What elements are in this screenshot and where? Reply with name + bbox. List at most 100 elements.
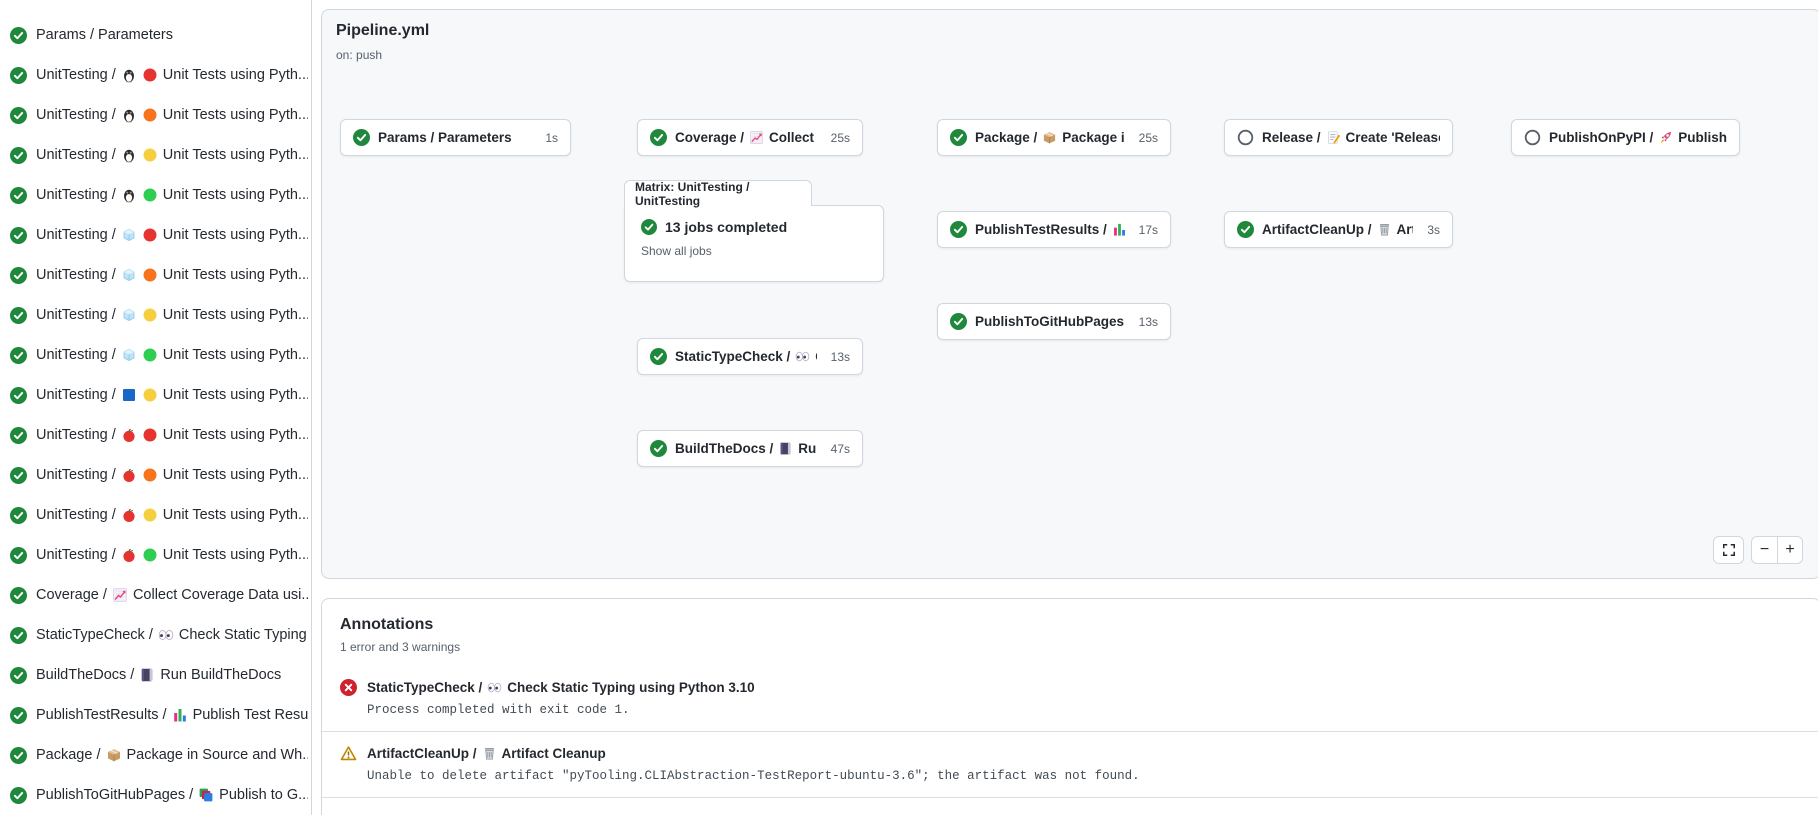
label-text: Publish Test Resu... [192, 707, 308, 723]
label-text: StaticTypeCheck / [367, 680, 483, 695]
job-node-package[interactable]: Package / Package in So...25s [937, 119, 1171, 156]
check-circle-icon [353, 129, 370, 146]
bar-chart-icon [1112, 222, 1125, 237]
job-node-label: Coverage / Collect Cove... [675, 130, 817, 145]
circle-yellow-icon [142, 147, 158, 163]
sidebar-job-label: UnitTesting / Unit Tests using Pyth... [36, 227, 308, 243]
workflow-trigger: on: push [336, 48, 383, 62]
sidebar-job-label: UnitTesting / Unit Tests using Pyth... [36, 427, 308, 443]
show-all-jobs-link[interactable]: Show all jobs [641, 244, 712, 258]
circle-red-icon [142, 67, 158, 83]
check-circle-icon [10, 546, 27, 564]
sidebar-job-item[interactable]: UnitTesting / Unit Tests using Pyth... [10, 302, 308, 328]
label-text: StaticTypeCheck / [36, 627, 153, 643]
label-text: Unit Tests using Pyth... [162, 347, 308, 363]
x-circle-icon [340, 679, 357, 696]
penguin-icon [121, 107, 137, 123]
label-text: Unit Tests using Pyth... [162, 147, 308, 163]
sidebar-job-item[interactable]: UnitTesting / Unit Tests using Pyth... [10, 422, 308, 448]
ice-cube-icon [121, 307, 137, 323]
sidebar-job-item[interactable]: BuildTheDocs / Run BuildTheDocs [10, 662, 308, 688]
check-circle-icon [10, 706, 27, 724]
job-node-publishtestresults[interactable]: PublishTestResults / Pu...17s [937, 211, 1171, 248]
label-text: Package in Source and Wh... [126, 747, 309, 763]
check-circle-icon [10, 186, 27, 204]
matrix-group-card: 13 jobs completed Show all jobs [624, 205, 884, 282]
label-text: Unit Tests using Pyth... [162, 187, 308, 203]
fullscreen-icon [1722, 543, 1736, 557]
job-node-buildthedocs[interactable]: BuildTheDocs / Run Buil...47s [637, 430, 863, 467]
label-text: UnitTesting / [36, 267, 116, 283]
sidebar-job-item[interactable]: UnitTesting / Unit Tests using Pyth... [10, 142, 308, 168]
job-node-publishtogithubpages[interactable]: PublishToGitHubPages / ...13s [937, 303, 1171, 340]
job-node-artifactcleanup[interactable]: ArtifactCleanUp / Artifac...3s [1224, 211, 1453, 248]
annotation-title[interactable]: ArtifactCleanUp / Artifact Cleanup [340, 745, 1802, 762]
sidebar-job-item[interactable]: UnitTesting / Unit Tests using Pyth... [10, 502, 308, 528]
label-text: Collect Coverage Data usi... [132, 587, 308, 603]
job-node-release[interactable]: Release / Create 'Release P... [1224, 119, 1453, 156]
warning-triangle-icon [340, 745, 357, 762]
label-text: Params / Parameters [378, 130, 512, 145]
apple-icon [121, 547, 137, 563]
sidebar-job-item[interactable]: UnitTesting / Unit Tests using Pyth... [10, 182, 308, 208]
fullscreen-button[interactable] [1713, 536, 1744, 564]
label-text: Publish to G... [219, 787, 308, 803]
job-node-coverage[interactable]: Coverage / Collect Cove...25s [637, 119, 863, 156]
sidebar-job-item[interactable]: UnitTesting / Unit Tests using Pyth... [10, 62, 308, 88]
circle-orange-icon [142, 467, 158, 483]
sidebar-job-item[interactable]: UnitTesting / Unit Tests using Pyth... [10, 102, 308, 128]
sidebar-job-label: UnitTesting / Unit Tests using Pyth... [36, 347, 308, 363]
sidebar-job-label: Coverage / Collect Coverage Data usi... [36, 587, 308, 603]
check-circle-icon [650, 348, 667, 365]
sidebar-job-item[interactable]: Coverage / Collect Coverage Data usi... [10, 582, 308, 608]
sidebar-job-label: UnitTesting / Unit Tests using Pyth... [36, 387, 308, 403]
sidebar-job-item[interactable]: PublishTestResults / Publish Test Resu..… [10, 702, 308, 728]
skipped-circle-icon [1237, 129, 1254, 146]
apple-icon [121, 427, 137, 443]
package-icon [1042, 130, 1057, 145]
check-circle-icon [10, 586, 27, 604]
sidebar-job-item[interactable]: UnitTesting / Unit Tests using Pyth... [10, 342, 308, 368]
matrix-summary-label: 13 jobs completed [665, 219, 788, 235]
annotation-row-error: StaticTypeCheck / Check Static Typing us… [322, 666, 1818, 731]
job-node-publishonpypi[interactable]: PublishOnPyPI / Publish to ... [1511, 119, 1740, 156]
job-duration: 47s [830, 441, 850, 456]
sidebar-job-item[interactable]: UnitTesting / Unit Tests using Pyth... [10, 262, 308, 288]
job-duration: 3s [1427, 222, 1440, 237]
circle-yellow-icon [142, 507, 158, 523]
zoom-in-button[interactable]: + [1777, 537, 1802, 563]
sidebar-job-item[interactable]: PublishToGitHubPages / Publish to G... [10, 782, 308, 808]
job-node-label: PublishToGitHubPages / ... [975, 314, 1125, 329]
check-circle-icon [1237, 221, 1254, 238]
sidebar-job-item[interactable]: Package / Package in Source and Wh... [10, 742, 308, 768]
sidebar-job-item[interactable]: Params / Parameters [10, 22, 308, 48]
label-text: UnitTesting / [36, 547, 116, 563]
job-duration: 1s [545, 130, 558, 145]
label-text: Artifac... [1396, 222, 1414, 237]
annotation-job-label: StaticTypeCheck / Check Static Typing us… [367, 680, 755, 695]
label-text: Unit Tests using Pyth... [162, 107, 308, 123]
sidebar-job-item[interactable]: StaticTypeCheck / Check Static Typing... [10, 622, 308, 648]
check-circle-icon [10, 626, 27, 644]
sidebar-job-label: UnitTesting / Unit Tests using Pyth... [36, 467, 308, 483]
workflow-file-title: Pipeline.yml [336, 22, 430, 39]
job-node-statictypecheck[interactable]: StaticTypeCheck / Chec...13s [637, 338, 863, 375]
notebook-icon [778, 441, 793, 456]
sidebar-job-label: BuildTheDocs / Run BuildTheDocs [36, 667, 281, 683]
job-node-params[interactable]: Params / Parameters 1s [340, 119, 571, 156]
label-text: PublishToGitHubPages / [36, 787, 194, 803]
sidebar-job-item[interactable]: UnitTesting / Unit Tests using Pyth... [10, 222, 308, 248]
sidebar-job-item[interactable]: UnitTesting / Unit Tests using Pyth... [10, 382, 308, 408]
zoom-out-button[interactable]: − [1759, 541, 1770, 558]
sidebar-job-item[interactable]: UnitTesting / Unit Tests using Pyth... [10, 462, 308, 488]
annotation-title[interactable]: StaticTypeCheck / Check Static Typing us… [340, 679, 1802, 696]
sidebar-job-item[interactable]: UnitTesting / Unit Tests using Pyth... [10, 542, 308, 568]
label-text: PublishTestResults / [36, 707, 167, 723]
check-circle-icon [10, 146, 27, 164]
label-text: Unit Tests using Pyth... [162, 227, 308, 243]
check-circle-icon [950, 129, 967, 146]
check-circle-icon [641, 219, 657, 235]
trash-icon [1377, 222, 1392, 237]
label-text: Collect Cove... [769, 130, 817, 145]
